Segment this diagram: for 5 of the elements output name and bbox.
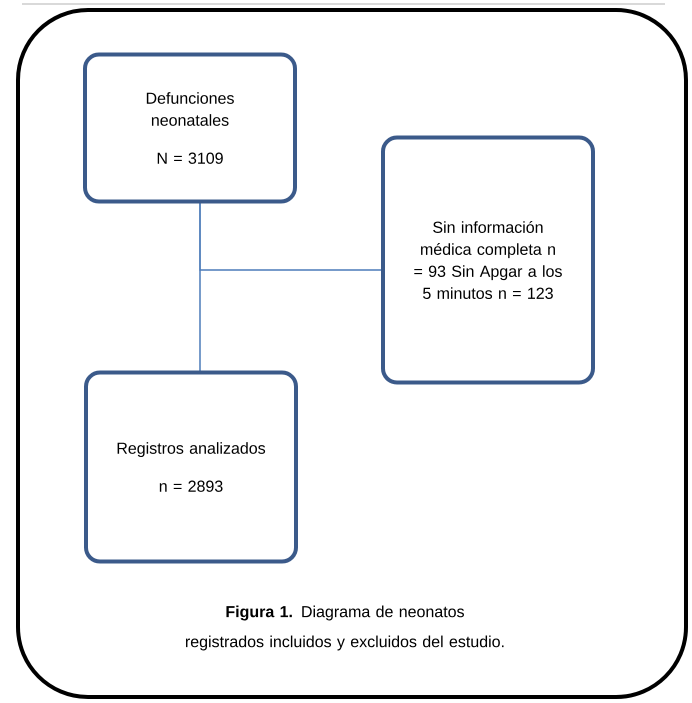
process-box: Registros analizados n = 2893 xyxy=(84,370,298,564)
process-box: Sin información médica completa n = 93 Sin Apgar a los 5 minutos n = 123 xyxy=(381,136,595,384)
figure-caption: Figura 1. Diagrama de neonatos registrados incluidos y excluidos del estudio. xyxy=(186,606,504,650)
process-box: Defunciones neonatales N = 3109 xyxy=(83,52,297,204)
connector-line xyxy=(199,204,381,271)
